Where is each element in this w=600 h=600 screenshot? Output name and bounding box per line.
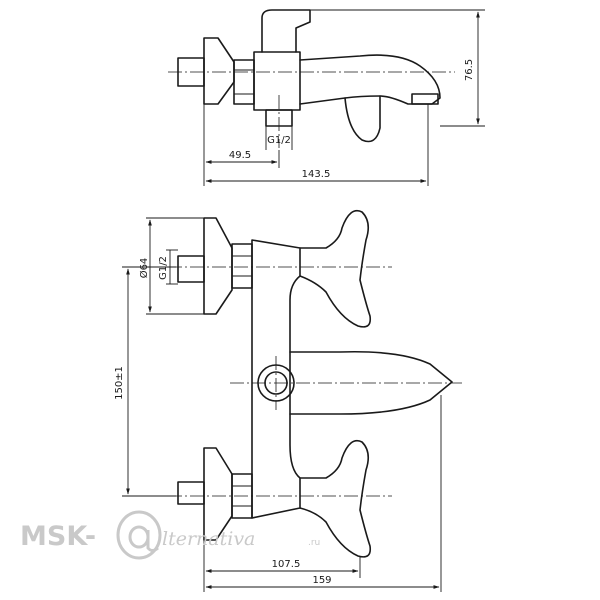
front-lower-handle	[299, 439, 372, 558]
front-upper-flange	[203, 217, 233, 315]
watermark-domain-suffix: .ru	[308, 538, 320, 548]
at-sign-icon	[116, 510, 162, 560]
front-spout	[289, 350, 453, 415]
dim-length-total: 159	[312, 575, 331, 586]
top-hex-nut	[233, 59, 255, 105]
front-view: Ø64 G1/2 150±1 107.5 159	[114, 209, 462, 592]
dim-center-distance: 150±1	[114, 366, 125, 400]
front-upper-inlet-nipple	[177, 255, 205, 283]
top-aerator	[411, 93, 439, 105]
watermark-brand-left: MSK-	[20, 521, 96, 552]
watermark: MSK- lternativa .ru	[20, 510, 320, 560]
top-valve-body	[253, 51, 301, 111]
dim-length-spout: 107.5	[272, 559, 301, 570]
front-upper-handle	[299, 209, 372, 328]
front-upper-hex-nut	[231, 243, 253, 289]
dim-flange-diameter: Ø64	[138, 258, 150, 279]
top-handle	[261, 9, 311, 53]
dim-height-top: 76.5	[464, 59, 475, 81]
dim-thread-top: G1/2	[267, 135, 291, 146]
top-lower-lever	[344, 95, 381, 143]
front-lower-flange	[203, 447, 233, 541]
top-wall-flange	[203, 37, 235, 105]
front-lower-inlet-nipple	[177, 481, 205, 505]
top-view: 76.5 G1/2 49.5 143.5	[168, 9, 485, 186]
front-mixer-body	[251, 239, 301, 519]
top-spout	[299, 54, 441, 105]
watermark-brand-right: lternativa	[162, 528, 255, 550]
dim-thread-side: G1/2	[158, 256, 169, 280]
dim-length-top: 143.5	[302, 169, 331, 180]
dim-offset-inlet: 49.5	[229, 150, 251, 161]
